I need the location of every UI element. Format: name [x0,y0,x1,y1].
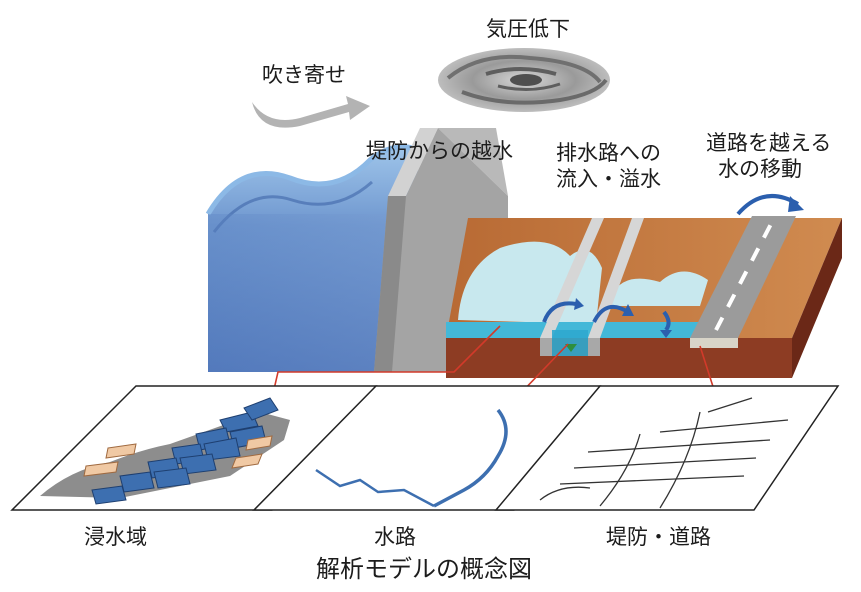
low-pressure-cloud [438,48,610,112]
road [690,216,796,348]
label-wind-setup: 吹き寄せ [262,63,346,87]
label-drain-inflow-2: 流入・溢水 [556,167,661,191]
label-layer-levee-road: 堤防・道路 [606,525,711,549]
wind-arrow [252,96,370,128]
label-drain-inflow-1: 排水路への [556,141,661,165]
label-layer-waterway: 水路 [374,525,416,549]
sea-block [205,144,419,372]
label-layer-inundation: 浸水域 [84,525,147,549]
label-road-crossing-1: 道路を越える [706,131,832,155]
label-levee-overflow: 堤防からの越水 [366,139,513,163]
figure-caption: 解析モデルの概念図 [316,555,532,583]
flow-arrowheads [574,196,804,338]
label-road-crossing-2: 水の移動 [718,157,802,181]
label-pressure-drop: 気圧低下 [486,17,570,41]
drainage-channel [540,218,644,356]
layer-levee-road [494,385,840,511]
